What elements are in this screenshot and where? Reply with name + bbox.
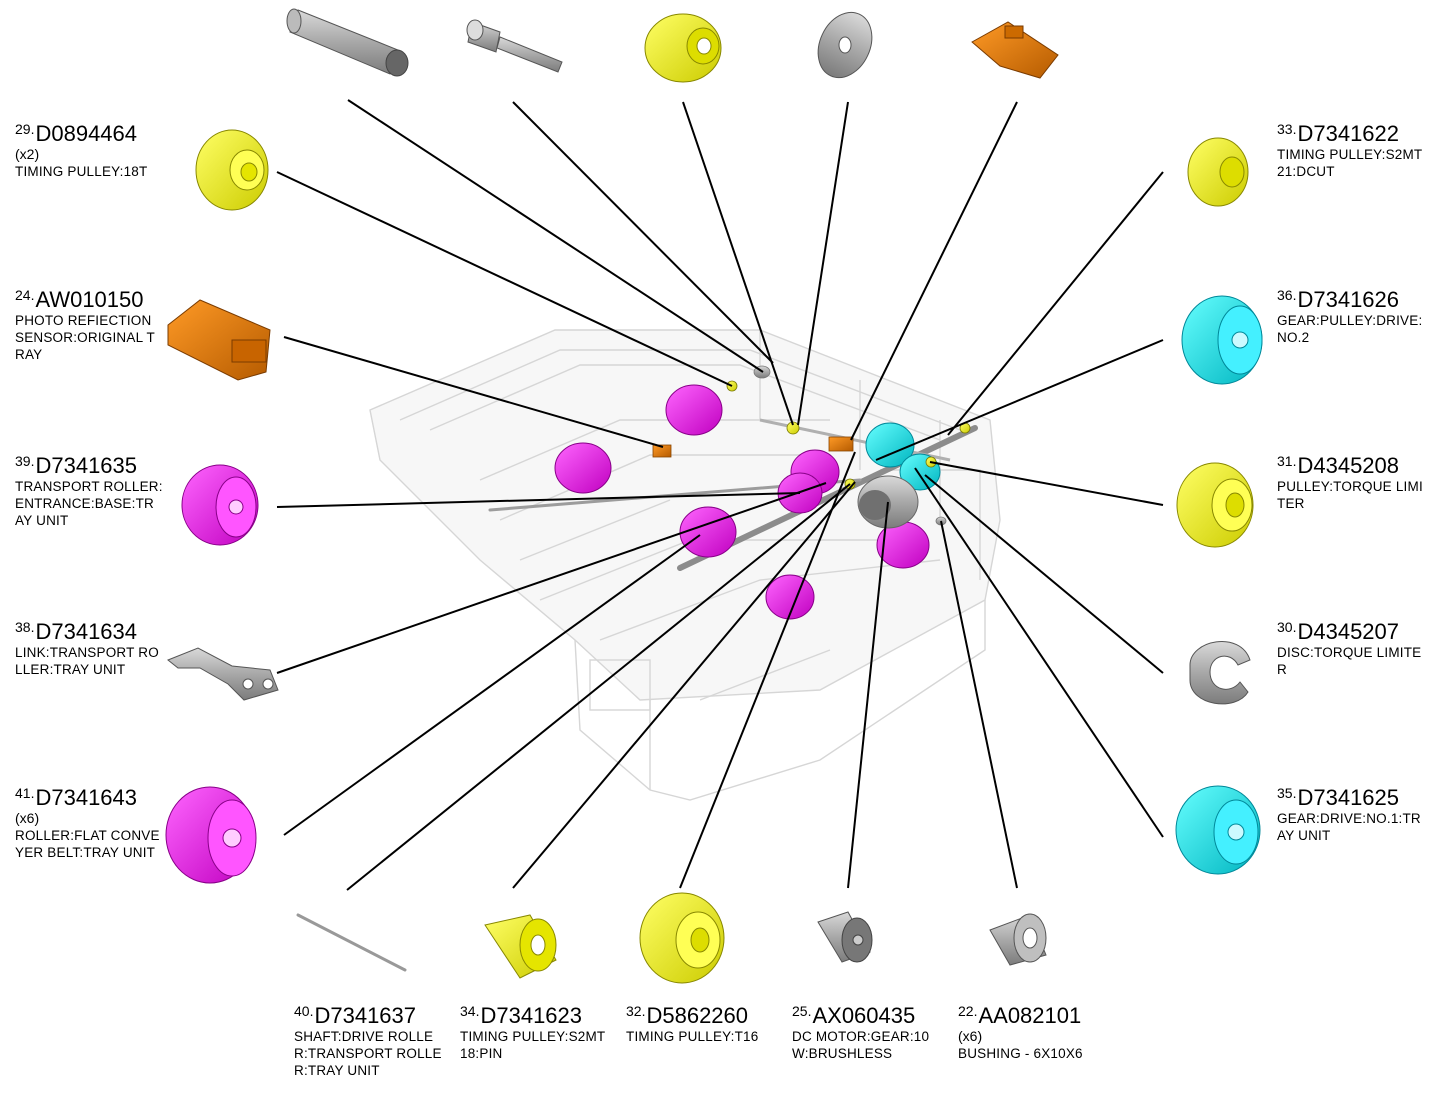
part-label-32: 32.D5862260 TIMING PULLEY:T16 [626,1003,759,1045]
part-label-41: 41.D7341643 (x6) ROLLER:FLAT CONVEYER BE… [15,785,160,861]
part-22-icon [989,913,1047,966]
part-orange-sensor-top [971,21,1059,79]
part-label-25: 25.AX060435 DC MOTOR:GEAR:10W:BRUSHLESS [792,1003,930,1062]
part-32-icon [639,892,725,984]
part-31-icon [1176,462,1254,548]
part-24-icon [167,299,271,381]
part-stepped-pin-top [466,19,563,73]
part-35-icon [1175,785,1261,875]
part-label-35: 35.D7341625 GEAR:DRIVE:NO.1:TRAY UNIT [1277,785,1421,844]
part-38-icon [167,647,279,701]
part-label-24: 24.AW010150 PHOTO REFIECTION SENSOR:ORIG… [15,287,155,363]
part-label-38: 38.D7341634 LINK:TRANSPORT ROLLER:TRAY U… [15,619,159,678]
part-sleeve-top [286,8,409,77]
part-34-icon [484,914,557,979]
part-33-icon [1187,137,1249,207]
part-39-icon [181,464,259,546]
part-yellow-pulley-top [644,13,722,83]
part-label-22: 22.AA082101 (x6) BUSHING - 6X10X6 [958,1003,1083,1062]
tray-unit-ghost [369,329,1001,801]
assembly-small-parts [652,365,971,526]
part-36-icon [1181,295,1263,385]
part-label-36: 36.D7341626 GEAR:PULLEY:DRIVE:NO.2 [1277,287,1423,346]
part-29-icon [195,129,269,211]
part-label-31: 31.D4345208 PULLEY:TORQUE LIMITER [1277,453,1423,512]
part-40-icon [296,913,407,972]
part-41-icon [165,786,257,884]
leader-lines [276,99,1164,891]
part-25-icon [817,911,873,963]
part-washer-top [817,11,873,79]
part-label-30: 30.D4345207 DISC:TORQUE LIMITER [1277,619,1422,678]
part-label-34: 34.D7341623 TIMING PULLEY:S2MT18:PIN [460,1003,606,1062]
part-label-40: 40.D7341637 SHAFT:DRIVE ROLLER:TRANSPORT… [294,1003,442,1079]
part-label-39: 39.D7341635 TRANSPORT ROLLER:ENTRANCE:BA… [15,453,163,529]
part-30-icon [1189,641,1251,705]
part-label-33: 33.D7341622 TIMING PULLEY:S2MT21:DCUT [1277,121,1423,180]
part-label-29: 29.D0894464 (x2) TIMING PULLEY:18T [15,121,148,180]
